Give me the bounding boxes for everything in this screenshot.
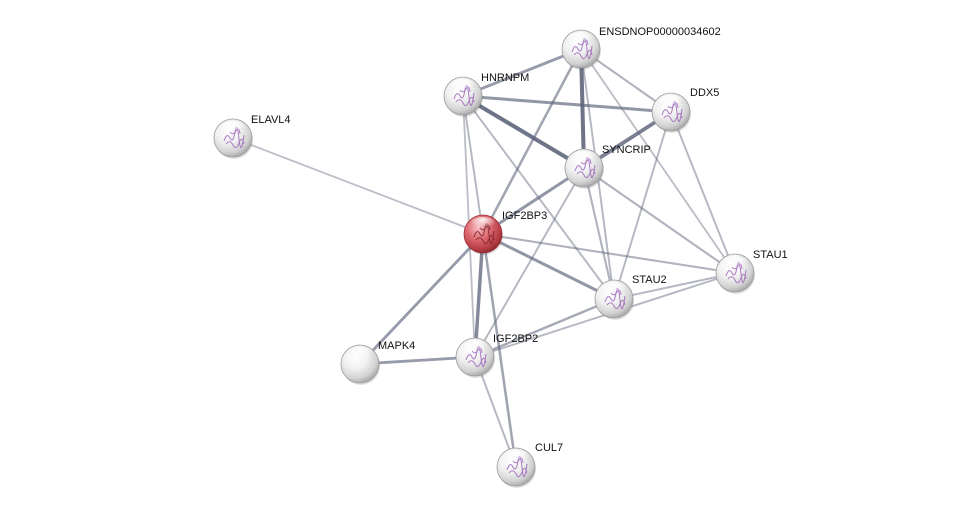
node-label: CUL7 [535,442,563,454]
node-igf2bp3[interactable]: IGF2BP3 [463,210,547,255]
edge-ddx5-stau1[interactable] [670,111,736,274]
node-label: ENSDNOP00000034602 [599,26,721,38]
edge-ensdnop00000034602-stau1[interactable] [580,48,736,274]
edge-igf2bp3-igf2bp2[interactable] [473,232,485,359]
node-label: DDX5 [690,87,719,99]
edge-hnrnpm-stau2[interactable] [462,95,615,300]
node-label: IGF2BP2 [493,333,538,345]
node-hnrnpm[interactable]: HNRNPM [443,72,529,117]
node-highlight [571,151,597,165]
edge-ddx5-stau2[interactable] [613,111,672,300]
edge-igf2bp3-syncrip[interactable] [481,166,586,236]
node-highlight [347,347,373,361]
edge-ensdnop00000034602-syncrip[interactable] [578,46,587,171]
edge-igf2bp3-mapk4[interactable] [358,232,485,366]
edge-stau2-igf2bp2[interactable] [473,297,616,359]
edge-igf2bp3-stau1[interactable] [481,232,737,275]
node-elavl4[interactable]: ELAVL4 [213,114,291,159]
node-mapk4[interactable]: MAPK4 [340,340,415,385]
node-label: MAPK4 [378,340,415,352]
node-label: STAU1 [753,249,788,261]
edge-hnrnpm-ensdnop00000034602[interactable] [461,47,583,98]
edge-stau1-stau2[interactable] [613,272,736,300]
node-highlight [503,450,529,464]
node-highlight [722,256,748,270]
node-highlight [462,340,488,354]
edge-igf2bp3-cul7[interactable] [481,232,518,469]
node-label: IGF2BP3 [502,210,547,222]
node-stau1[interactable]: STAU1 [715,249,788,294]
edge-igf2bp3-elavl4[interactable] [232,137,484,235]
edge-igf2bp3-stau2[interactable] [481,232,616,301]
node-highlight [450,79,476,93]
node-highlight [470,217,496,231]
node-label: SYNCRIP [602,144,651,156]
edge-igf2bp3-ensdnop00000034602[interactable] [481,47,583,236]
node-syncrip[interactable]: SYNCRIP [564,144,651,189]
node-stau2[interactable]: STAU2 [594,274,667,320]
node-ddx5[interactable]: DDX5 [651,87,719,133]
node-highlight [658,95,684,109]
node-highlight [601,282,627,296]
edge-hnrnpm-ddx5[interactable] [461,94,673,114]
node-label: STAU2 [632,274,667,286]
node-igf2bp2[interactable]: IGF2BP2 [455,333,538,378]
node-label: HNRNPM [481,72,529,84]
node-cul7[interactable]: CUL7 [496,442,563,488]
node-ensdnop00000034602[interactable]: ENSDNOP00000034602 [561,26,721,70]
node-highlight [220,121,246,135]
edge-igf2bp2-cul7[interactable] [474,356,517,468]
edge-syncrip-stau2[interactable] [582,166,616,301]
node-highlight [568,32,594,46]
edge-syncrip-stau1[interactable] [582,166,737,275]
edge-igf2bp3-hnrnpm[interactable] [462,95,484,235]
node-label: ELAVL4 [251,114,291,126]
edge-syncrip-igf2bp2[interactable] [474,167,585,358]
edge-hnrnpm-syncrip[interactable] [460,93,587,171]
